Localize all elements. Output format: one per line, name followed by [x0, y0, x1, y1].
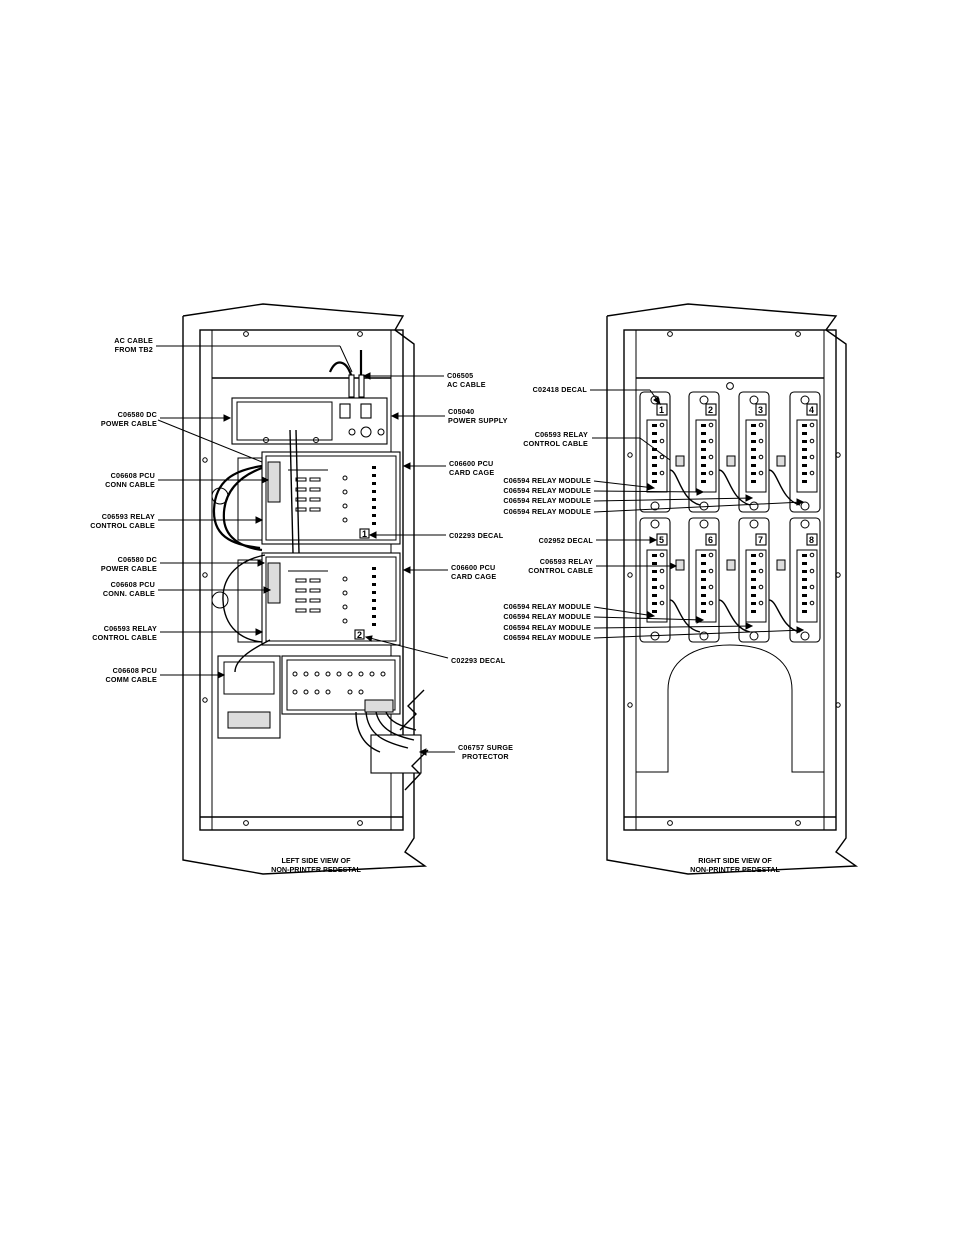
- relay-module-6: 6: [688, 517, 720, 643]
- callout-surge-1: C06757 SURGE: [458, 743, 513, 752]
- callout-power-supply-1: C05040: [448, 407, 474, 416]
- callout-surge-2: PROTECTOR: [462, 752, 509, 761]
- relay-module-8: 8: [789, 517, 821, 643]
- callout-relay-module-top-3: C06594 RELAY MODULE: [503, 496, 591, 505]
- module-number-6: 6: [708, 535, 713, 545]
- pcu-card-cage-2: 2: [211, 552, 401, 646]
- callout-ac-cable-2: AC CABLE: [447, 380, 486, 389]
- callout-relay-module-top-1: C06594 RELAY MODULE: [503, 476, 591, 485]
- relay-module-2: 2: [688, 391, 720, 513]
- pcu-card-cage-1: 1: [211, 451, 401, 545]
- callout-relay-ctrl-bottom-2: CONTROL CABLE: [528, 566, 593, 575]
- callout-dc-power-1b: POWER CABLE: [101, 419, 157, 428]
- module-number-7: 7: [758, 535, 763, 545]
- callout-decal-bottom: C02952 DECAL: [539, 536, 594, 545]
- callout-power-supply-2: POWER SUPPLY: [448, 416, 508, 425]
- callout-relay-ctrl-2b: CONTROL CABLE: [92, 633, 157, 642]
- callout-decal-top: C02418 DECAL: [533, 385, 588, 394]
- callout-relay-module-top-4: C06594 RELAY MODULE: [503, 507, 591, 516]
- module-number-2: 2: [708, 405, 713, 415]
- right-caption-line1: RIGHT SIDE VIEW OF: [698, 856, 772, 865]
- callout-ac-cable-1: C06505: [447, 371, 473, 380]
- callout-dc-power-1a: C06580 DC: [118, 410, 157, 419]
- callout-relay-ctrl-2a: C06593 RELAY: [104, 624, 157, 633]
- callout-card-cage-1a: C06600 PCU: [449, 459, 493, 468]
- left-caption-line2: NON-PRINTER PEDESTAL: [271, 865, 361, 874]
- decal-number-2: 2: [357, 630, 362, 640]
- callout-dc-power-2a: C06580 DC: [118, 555, 157, 564]
- relay-module-3: 3: [738, 391, 770, 513]
- right-pedestal: 1 2 3 4: [606, 303, 859, 875]
- left-pedestal: 1: [182, 303, 429, 875]
- callout-card-cage-2a: C06600 PCU: [451, 563, 495, 572]
- relay-module-7: 7: [738, 517, 770, 643]
- callout-card-cage-1b: CARD CAGE: [449, 468, 494, 477]
- callout-relay-module-bottom-4: C06594 RELAY MODULE: [503, 633, 591, 642]
- callout-pcu-conn-1a: C06608 PCU: [111, 471, 155, 480]
- callout-card-cage-2b: CARD CAGE: [451, 572, 496, 581]
- relay-module-4: 4: [789, 391, 821, 513]
- left-callouts: AC CABLE FROM TB2 C06505 AC CABLE C06580…: [90, 336, 513, 761]
- module-number-1: 1: [659, 405, 664, 415]
- callout-pcu-conn-2a: C06608 PCU: [111, 580, 155, 589]
- callout-relay-module-bottom-2: C06594 RELAY MODULE: [503, 612, 591, 621]
- callout-decal-1: C02293 DECAL: [449, 531, 504, 540]
- relay-module-1: 1: [639, 391, 671, 513]
- relay-module-5: 5: [639, 517, 671, 643]
- right-caption-line2: NON-PRINTER PEDESTAL: [690, 865, 780, 874]
- left-caption-line1: LEFT SIDE VIEW OF: [281, 856, 351, 865]
- right-callouts: C02418 DECAL C06593 RELAY CONTROL CABLE …: [503, 385, 593, 642]
- callout-relay-ctrl-top-1: C06593 RELAY: [535, 430, 588, 439]
- power-supply: [231, 397, 388, 445]
- callout-decal-2: C02293 DECAL: [451, 656, 506, 665]
- callout-relay-ctrl-top-2: CONTROL CABLE: [523, 439, 588, 448]
- comm-board: [217, 655, 401, 739]
- callout-pcu-conn-1b: CONN CABLE: [105, 480, 155, 489]
- callout-pcu-comm-2: COMM CABLE: [105, 675, 157, 684]
- callout-pcu-comm-1: C06608 PCU: [113, 666, 157, 675]
- callout-relay-ctrl-1a: C06593 RELAY: [102, 512, 155, 521]
- callout-ac-cable-tb2-1: AC CABLE: [114, 336, 153, 345]
- callout-relay-module-bottom-3: C06594 RELAY MODULE: [503, 623, 591, 632]
- module-number-5: 5: [659, 535, 664, 545]
- callout-ac-cable-tb2-2: FROM TB2: [115, 345, 153, 354]
- module-number-8: 8: [809, 535, 814, 545]
- callout-relay-ctrl-bottom-1: C06593 RELAY: [540, 557, 593, 566]
- module-number-3: 3: [758, 405, 763, 415]
- callout-relay-module-top-2: C06594 RELAY MODULE: [503, 486, 591, 495]
- module-number-4: 4: [809, 405, 814, 415]
- right-leader-lines: [590, 389, 805, 639]
- decal-number-1: 1: [362, 529, 367, 539]
- callout-pcu-conn-2b: CONN. CABLE: [103, 589, 155, 598]
- callout-relay-ctrl-1b: CONTROL CABLE: [90, 521, 155, 530]
- callout-dc-power-2b: POWER CABLE: [101, 564, 157, 573]
- callout-relay-module-bottom-1: C06594 RELAY MODULE: [503, 602, 591, 611]
- surge-protector: [355, 689, 429, 791]
- left-leader-lines: [156, 345, 455, 756]
